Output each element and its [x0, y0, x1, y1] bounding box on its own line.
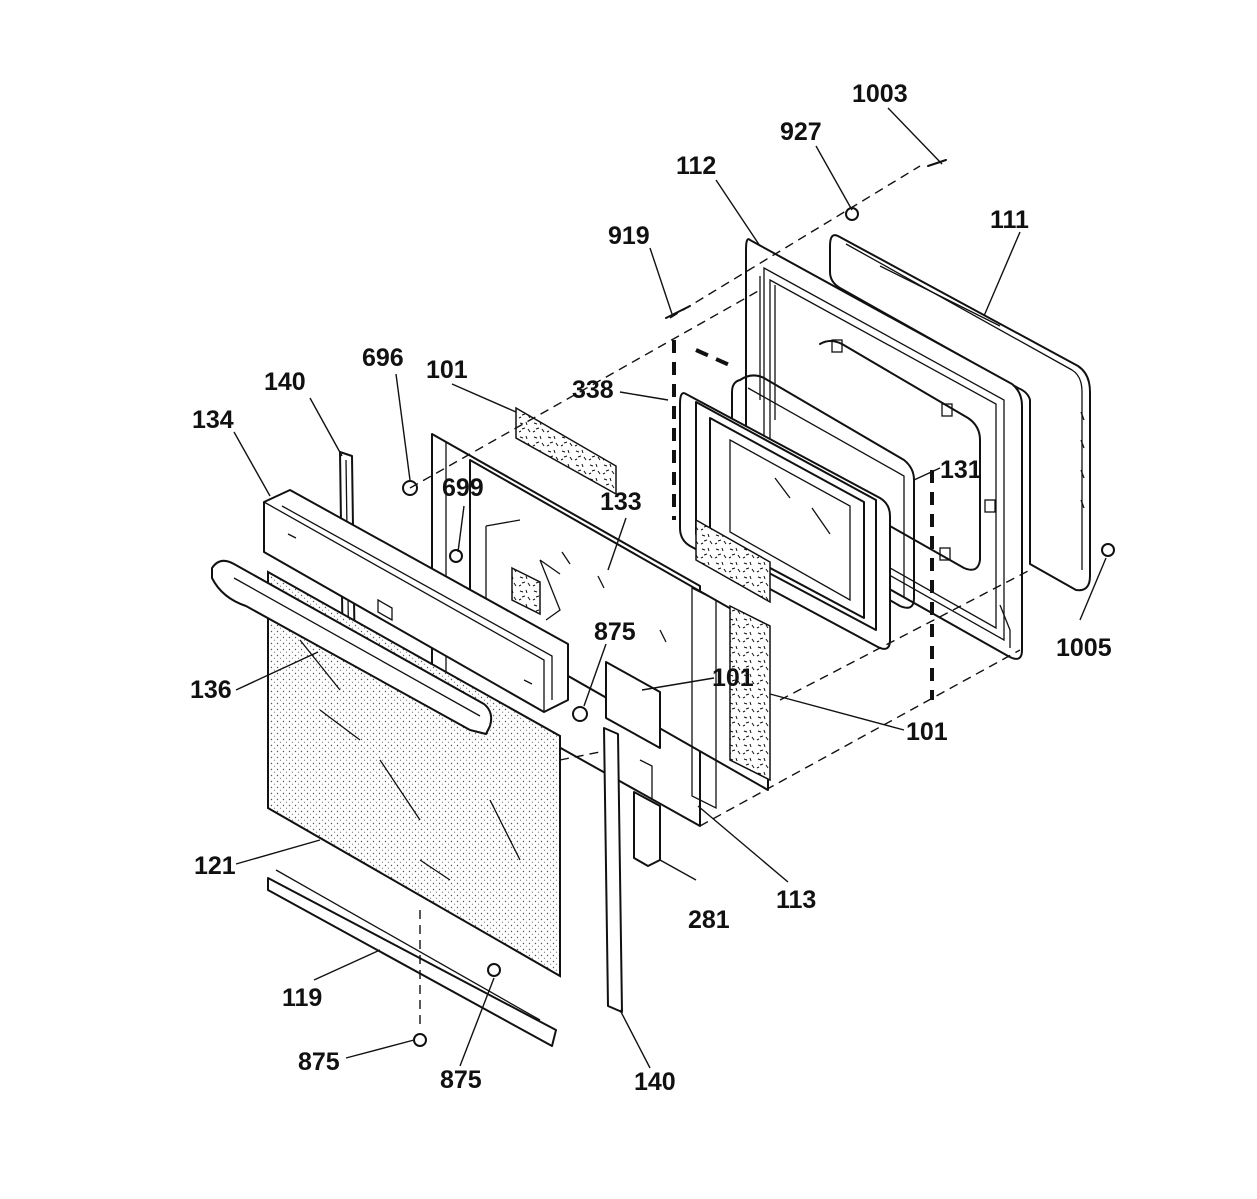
leader-lines [233, 107, 1107, 1069]
callout-699: 699 [442, 474, 484, 502]
callout-875-mid: 875 [594, 618, 636, 646]
callout-919: 919 [608, 222, 650, 250]
window-pack-338 [679, 392, 891, 650]
inner-door-101 [431, 406, 771, 827]
callout-136: 136 [190, 676, 232, 704]
door-liner-111 [829, 234, 1091, 592]
callout-1003: 1003 [852, 80, 908, 108]
callout-696: 696 [362, 344, 404, 372]
callout-875-left: 875 [298, 1048, 340, 1076]
callout-119: 119 [282, 984, 322, 1012]
callout-121: 121 [194, 852, 236, 880]
hinge-281 [633, 759, 661, 867]
callout-101-mid: 101 [712, 664, 754, 692]
callout-111: 111 [990, 206, 1029, 234]
callout-927: 927 [780, 118, 822, 146]
callout-140-bottom: 140 [634, 1068, 676, 1096]
callout-1005: 1005 [1056, 634, 1112, 662]
callout-101-right: 101 [906, 718, 948, 746]
callout-131: 131 [940, 456, 982, 484]
callout-112: 112 [676, 152, 716, 180]
callout-101-top: 101 [426, 356, 468, 384]
door-handle-136 [211, 559, 493, 735]
callout-140-top: 140 [264, 368, 306, 396]
vent-trim-134 [263, 489, 569, 713]
screws [402, 159, 1115, 1047]
callout-875-bottom: 875 [440, 1066, 482, 1094]
callout-338: 338 [572, 376, 614, 404]
callout-133: 133 [600, 488, 642, 516]
inner-frame-131 [731, 339, 996, 609]
assembly-lines [409, 165, 1031, 1030]
side-rail-140-lower [603, 727, 623, 1013]
callout-281: 281 [688, 906, 730, 934]
callout-113: 113 [776, 886, 816, 914]
outer-glass-121 [267, 570, 561, 978]
callout-134: 134 [192, 406, 234, 434]
